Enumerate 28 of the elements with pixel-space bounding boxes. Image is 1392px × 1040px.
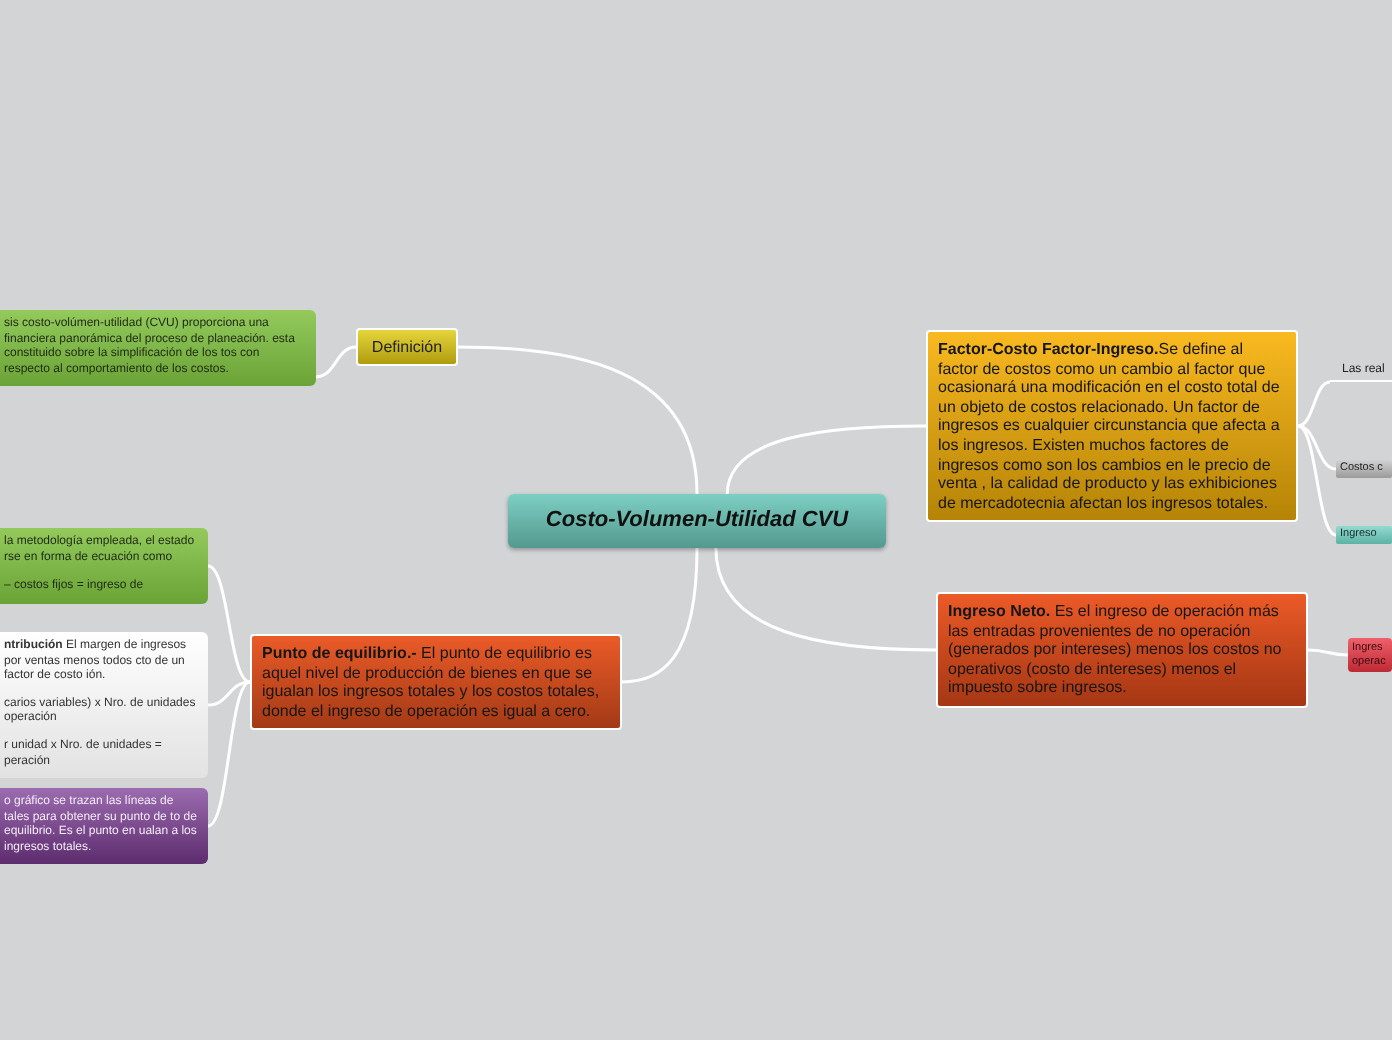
subtopic-box xyxy=(1336,526,1392,544)
connector-line xyxy=(207,564,251,684)
topic-text: Factor-Costo Factor-Ingreso.Se define al factor de costos como un cambio al factor que ocasionará una modificación en el costo total de un objeto de costos relacionado. Un factor de ingresos es cualquier circunstancia que afecta a los ingresos. Existen muchos factores de ingresos como son los cambios en le precio de venta , la calidad de producto y las exhibiciones de mercadotecnia afectan los ingresos totales. xyxy=(938,340,1282,513)
connector-line xyxy=(457,345,699,495)
topic-box xyxy=(936,592,1308,708)
connector-line xyxy=(714,547,937,652)
connector-line xyxy=(621,547,699,684)
subtopic-box xyxy=(1336,460,1392,478)
topic-box xyxy=(356,328,458,366)
central-topic-text: Costo-Volumen-Utilidad CVU xyxy=(545,506,849,537)
note-box xyxy=(0,310,316,387)
connector-line xyxy=(1307,648,1349,657)
connector-line xyxy=(315,345,357,379)
topic-box xyxy=(250,634,622,731)
topic-text: Ingreso Neto. Es el ingreso de operación más las entradas provenientes de no operación (generados por intereses) menos los costos no operativos (costo de intereses) menos el impuesto sobre ingresos. xyxy=(948,602,1284,698)
subtopic-underline xyxy=(1330,364,1392,382)
note-box xyxy=(0,528,208,604)
topic-box xyxy=(926,330,1298,523)
connector-line xyxy=(207,680,251,828)
connector-line xyxy=(1297,380,1331,428)
connector-line xyxy=(725,424,926,495)
note-box xyxy=(0,632,208,779)
central-topic-box xyxy=(508,494,886,548)
topic-text: Punto de equilibrio.- El punto de equilibrio es aquel nivel de producción de bienes en que se igualan los ingresos totales y los costos totales, donde el ingreso de operación es igual a cero. xyxy=(262,644,602,721)
connector-line xyxy=(1297,424,1337,537)
connector-line xyxy=(1297,424,1337,471)
connector-line xyxy=(207,680,251,707)
topic-text: Definición xyxy=(371,335,443,359)
